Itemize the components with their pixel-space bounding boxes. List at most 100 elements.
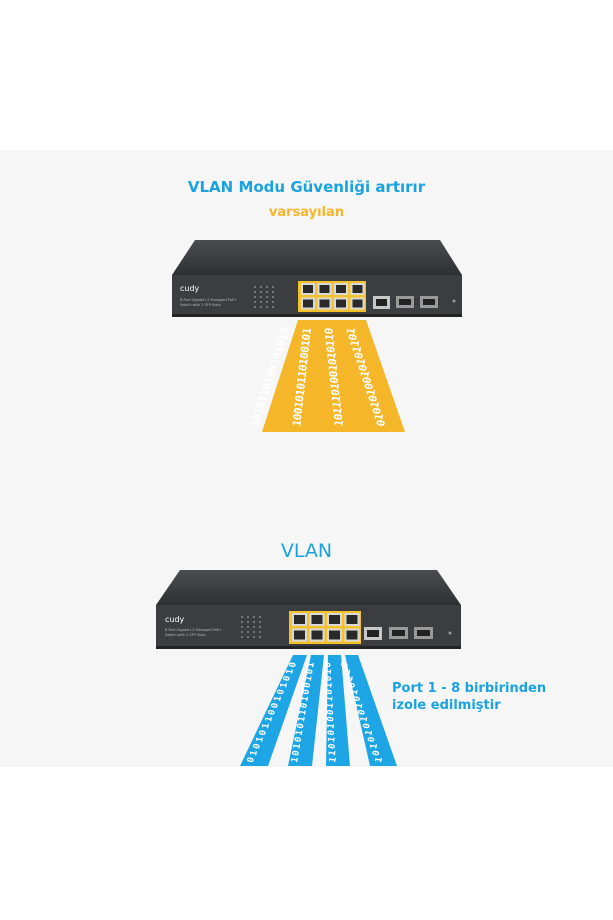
- binary-digit: 0: [303, 682, 314, 689]
- binary-digit: 1: [299, 339, 313, 348]
- binary-digit: 0: [266, 364, 280, 373]
- binary-digit: 1: [304, 675, 315, 682]
- ethernet-port-socket: [303, 299, 313, 308]
- binary-digit: 1: [372, 412, 386, 421]
- binary-digit: 0: [346, 333, 360, 342]
- binary-digit: 0: [293, 394, 307, 403]
- binary-digit: 1: [272, 345, 286, 354]
- binary-digit: 0: [325, 689, 336, 696]
- binary-digit: 0: [327, 743, 338, 750]
- ethernet-port-socket: [329, 615, 340, 624]
- binary-digit: 1: [300, 695, 311, 702]
- status-led: [247, 636, 249, 638]
- status-led: [259, 631, 261, 633]
- binary-digit: 1: [329, 394, 343, 403]
- binary-digit: 1: [323, 333, 337, 342]
- binary-digit: 0: [323, 661, 334, 668]
- binary-digit: 1: [255, 736, 266, 743]
- binary-digit: 0: [370, 406, 384, 415]
- status-led: [272, 286, 274, 288]
- binary-digit: 1: [300, 326, 314, 335]
- status-led: [241, 636, 243, 638]
- device-brand-bottom: cudy: [165, 615, 185, 624]
- binary-digit: 0: [352, 695, 363, 702]
- binary-digit: 0: [258, 729, 269, 736]
- binary-digit: 0: [274, 339, 288, 348]
- status-led: [266, 306, 268, 308]
- binary-digit: 0: [372, 750, 383, 757]
- binary-digit: 0: [294, 736, 305, 743]
- ethernet-port-socket: [346, 630, 358, 640]
- binary-digit: 1: [330, 400, 344, 409]
- ethernet-port-socket: [329, 630, 340, 640]
- status-led: [254, 291, 256, 293]
- binary-digit: 0: [324, 345, 338, 354]
- binary-digit: 0: [326, 716, 337, 723]
- status-led: [260, 286, 262, 288]
- binary-digit: 0: [367, 736, 378, 743]
- caption-line-2: izole edilmiştir: [392, 698, 501, 713]
- status-led: [247, 621, 249, 623]
- binary-digit: 1: [298, 709, 309, 716]
- binary-digit: 0: [298, 345, 312, 354]
- status-led: [259, 621, 261, 623]
- binary-digit: 0: [331, 413, 345, 422]
- status-led: [266, 296, 268, 298]
- binary-digit: 0: [362, 723, 373, 730]
- binary-digit: 0: [327, 370, 341, 379]
- binary-digit: 1: [248, 418, 262, 427]
- status-led: [272, 296, 274, 298]
- binary-digit: 1: [292, 743, 303, 750]
- binary-digit: 0: [327, 376, 341, 385]
- switch-top: cudy 8-Port Gigabit L2 Managed PoE+ Swit…: [172, 240, 462, 317]
- binary-digit: 1: [249, 750, 260, 757]
- binary-digit: 1: [297, 716, 308, 723]
- binary-digit: 1: [262, 375, 276, 384]
- binary-digit: 1: [295, 729, 306, 736]
- binary-digit: 0: [254, 400, 268, 409]
- binary-digit: 0: [302, 689, 313, 696]
- binary-digit: 1: [343, 668, 354, 675]
- status-led: [254, 306, 256, 308]
- status-led: [254, 296, 256, 298]
- ethernet-port-socket: [311, 615, 323, 624]
- binary-digit: 1: [331, 406, 345, 415]
- device-model-bottom-line1: 8-Port Gigabit L2 Managed PoE+: [165, 628, 222, 632]
- ethernet-port-socket: [336, 299, 346, 308]
- ethernet-port-socket: [311, 630, 323, 640]
- ethernet-port-socket: [352, 299, 363, 308]
- status-led: [259, 626, 261, 628]
- binary-digit: 1: [326, 723, 337, 730]
- status-led: [259, 636, 261, 638]
- binary-digit: 0: [296, 364, 310, 373]
- binary-digit: 1: [325, 695, 336, 702]
- binary-digit: 1: [326, 363, 340, 372]
- ethernet-port-socket: [346, 615, 358, 624]
- binary-digit: 1: [344, 326, 358, 335]
- status-led: [247, 626, 249, 628]
- status-led: [259, 616, 261, 618]
- binary-digit: 0: [360, 376, 374, 385]
- status-led: [260, 291, 262, 293]
- binary-digit: 0: [347, 682, 358, 689]
- binary-digit: 1: [348, 339, 362, 348]
- binary-digit: 1: [350, 689, 361, 696]
- binary-digit: 0: [246, 756, 257, 763]
- status-led: [253, 631, 255, 633]
- ethernet-port-socket: [352, 285, 363, 293]
- binary-digit: 0: [297, 351, 311, 360]
- status-led: [253, 636, 255, 638]
- binary-digit: 0: [291, 406, 305, 415]
- device-model-line1: 8-Port Gigabit L2 Managed PoE+: [180, 298, 237, 302]
- top-title: VLAN Modu Güvenliği artırır: [187, 178, 426, 196]
- binary-digit: 0: [362, 382, 376, 391]
- binary-digit: 1: [276, 333, 290, 342]
- binary-digit: 0: [322, 327, 336, 336]
- binary-digit: 0: [288, 661, 299, 668]
- ethernet-port-socket: [336, 285, 346, 293]
- binary-digit: 1: [297, 357, 311, 366]
- binary-digit: 1: [350, 345, 364, 354]
- device-brand: cudy: [180, 284, 200, 293]
- status-led: [260, 301, 262, 303]
